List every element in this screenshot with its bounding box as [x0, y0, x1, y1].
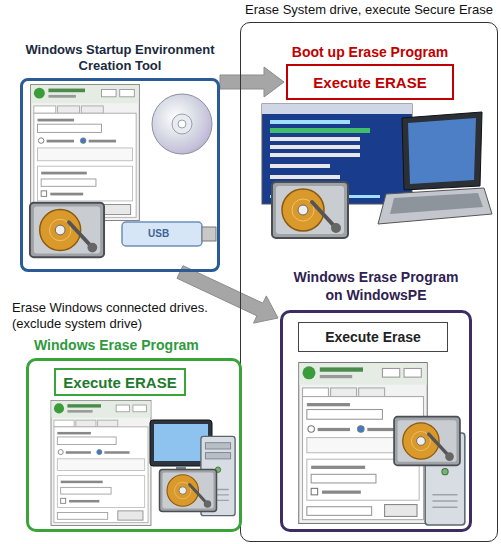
box-heading: Boot up Erase Program	[286, 44, 454, 61]
console-line	[270, 137, 360, 141]
program-box: Windows Erase ProgramExecute ERASE	[26, 336, 242, 532]
box-frame: Execute ERASE	[286, 64, 454, 100]
console-highlight	[270, 128, 370, 133]
device-label: USB	[148, 228, 188, 240]
execute-box: Execute ERASE	[54, 368, 186, 396]
execute-box: Boot up Erase ProgramExecute ERASE	[286, 44, 454, 100]
hard-drive	[394, 417, 460, 466]
laptop-screen	[408, 118, 476, 184]
box-text: Execute Erase	[325, 329, 421, 345]
hard-drive	[272, 182, 348, 238]
box-text: Execute ERASE	[63, 374, 176, 391]
usb-connector	[202, 227, 216, 241]
execute-box: Execute Erase	[298, 322, 448, 352]
windows-illustration	[51, 400, 235, 525]
block-arrow	[220, 67, 284, 97]
laptop-lid	[402, 112, 482, 190]
box-heading: Windows Erase Program on WindowsPE	[280, 268, 472, 304]
cd-disc	[152, 94, 212, 154]
console-line	[270, 164, 330, 168]
box-heading: Windows Startup Environment Creation Too…	[20, 42, 220, 74]
program-box: Windows Erase Program on WindowsPE Execut…	[280, 268, 472, 532]
box-text: Execute ERASE	[313, 74, 426, 91]
box-frame: Execute Erase	[298, 322, 448, 352]
laptop-base	[378, 188, 492, 224]
winpe-illustration	[299, 363, 465, 525]
laptop-keyboard	[390, 193, 483, 214]
hard-drive	[160, 470, 217, 512]
hard-drive	[30, 203, 104, 258]
console-line	[270, 175, 340, 179]
console-line	[270, 145, 360, 149]
console-titlebar	[262, 104, 412, 114]
tool-illustration	[30, 84, 216, 257]
section-panel: Erase System drive, execute Secure Erase…	[240, 2, 498, 542]
monitor-screen	[154, 424, 208, 461]
box-frame: Execute ERASE	[54, 368, 186, 396]
tool-screenshot	[31, 84, 140, 220]
note-text: Erase Windows connected drives. (exclude…	[12, 300, 230, 332]
cd-hub	[172, 114, 192, 134]
box-heading: Windows Erase Program	[26, 336, 242, 354]
box-heading: Erase System drive, execute Secure Erase	[240, 2, 498, 18]
console-line	[270, 120, 350, 124]
windows-screenshot	[51, 400, 151, 525]
console-line	[270, 153, 360, 157]
tool-box: Windows Startup Environment Creation Too…	[20, 42, 220, 272]
boot-illustration	[262, 104, 492, 238]
cd-hole	[178, 120, 186, 128]
box-frame	[20, 78, 220, 272]
usb-stick	[122, 222, 202, 246]
